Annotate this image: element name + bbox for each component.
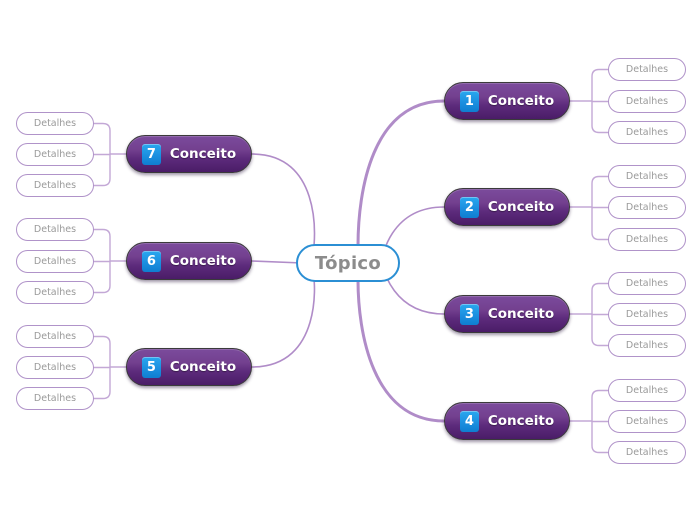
concept-content: 1 Conceito: [446, 90, 568, 112]
concept-number-badge: 6: [141, 250, 161, 272]
concept-node-4[interactable]: 4 Conceito: [444, 402, 570, 440]
detail-label: Detalhes: [33, 149, 77, 160]
detail-node[interactable]: Detalhes: [608, 90, 686, 113]
detail-node[interactable]: Detalhes: [16, 143, 94, 166]
concept-content: 2 Conceito: [446, 196, 568, 218]
detail-node[interactable]: Detalhes: [16, 387, 94, 410]
detail-node[interactable]: Detalhes: [608, 58, 686, 81]
detail-label: Detalhes: [33, 118, 77, 129]
detail-node[interactable]: Detalhes: [16, 174, 94, 197]
connector-path: [251, 279, 316, 368]
concept-number-badge: 3: [459, 303, 479, 325]
detail-node[interactable]: Detalhes: [608, 441, 686, 464]
detail-node[interactable]: Detalhes: [16, 356, 94, 379]
connector-path: [591, 389, 609, 454]
detail-label: Detalhes: [625, 171, 669, 182]
concept-label: Conceito: [169, 359, 237, 375]
detail-label: Detalhes: [625, 64, 669, 75]
detail-label: Detalhes: [625, 234, 669, 245]
concept-content: 3 Conceito: [446, 303, 568, 325]
detail-node[interactable]: Detalhes: [608, 272, 686, 295]
concept-label: Conceito: [487, 306, 555, 322]
concept-number-badge: 1: [459, 90, 479, 112]
concept-number-badge: 7: [141, 143, 161, 165]
detail-label: Detalhes: [625, 309, 669, 320]
concept-number-badge: 4: [459, 410, 479, 432]
detail-label: Detalhes: [625, 416, 669, 427]
concept-content: 5 Conceito: [128, 356, 250, 378]
connector-path: [251, 260, 303, 264]
concept-node-3[interactable]: 3 Conceito: [444, 295, 570, 333]
detail-node[interactable]: Detalhes: [608, 410, 686, 433]
detail-node[interactable]: Detalhes: [608, 196, 686, 219]
connector-path: [356, 278, 446, 423]
detail-label: Detalhes: [625, 278, 669, 289]
detail-node[interactable]: Detalhes: [608, 165, 686, 188]
connector-path: [251, 153, 316, 247]
concept-node-7[interactable]: 7 Conceito: [126, 135, 252, 173]
detail-label: Detalhes: [625, 385, 669, 396]
concept-content: 7 Conceito: [128, 143, 250, 165]
connector-path: [93, 335, 111, 400]
detail-label: Detalhes: [33, 287, 77, 298]
detail-node[interactable]: Detalhes: [608, 334, 686, 357]
concept-node-5[interactable]: 5 Conceito: [126, 348, 252, 386]
concept-node-1[interactable]: 1 Conceito: [444, 82, 570, 120]
concept-label: Conceito: [487, 93, 555, 109]
connector-path: [93, 122, 111, 187]
central-topic-node[interactable]: Tópico: [296, 244, 400, 282]
connector-path: [591, 282, 609, 347]
concept-number-badge: 5: [141, 356, 161, 378]
concept-label: Conceito: [487, 413, 555, 429]
connector-path: [356, 99, 446, 248]
detail-node[interactable]: Detalhes: [16, 218, 94, 241]
connector-path: [591, 175, 609, 241]
detail-label: Detalhes: [33, 180, 77, 191]
concept-label: Conceito: [169, 146, 237, 162]
detail-label: Detalhes: [625, 202, 669, 213]
detail-label: Detalhes: [625, 96, 669, 107]
detail-node[interactable]: Detalhes: [608, 228, 686, 251]
detail-label: Detalhes: [33, 224, 77, 235]
concept-label: Conceito: [487, 199, 555, 215]
detail-label: Detalhes: [33, 393, 77, 404]
concept-node-6[interactable]: 6 Conceito: [126, 242, 252, 280]
detail-label: Detalhes: [625, 447, 669, 458]
detail-node[interactable]: Detalhes: [608, 121, 686, 144]
detail-node[interactable]: Detalhes: [16, 112, 94, 135]
concept-content: 6 Conceito: [128, 250, 250, 272]
detail-node[interactable]: Detalhes: [16, 250, 94, 273]
detail-node[interactable]: Detalhes: [16, 281, 94, 304]
concept-content: 4 Conceito: [446, 410, 568, 432]
connector-path: [591, 68, 609, 134]
concept-label: Conceito: [169, 253, 237, 269]
detail-label: Detalhes: [625, 340, 669, 351]
detail-label: Detalhes: [625, 127, 669, 138]
concept-node-2[interactable]: 2 Conceito: [444, 188, 570, 226]
concept-number-badge: 2: [459, 196, 479, 218]
detail-node[interactable]: Detalhes: [608, 379, 686, 402]
detail-label: Detalhes: [33, 331, 77, 342]
central-topic-label: Tópico: [314, 252, 382, 274]
detail-node[interactable]: Detalhes: [608, 303, 686, 326]
detail-label: Detalhes: [33, 256, 77, 267]
detail-label: Detalhes: [33, 362, 77, 373]
connector-path: [93, 228, 111, 294]
detail-node[interactable]: Detalhes: [16, 325, 94, 348]
